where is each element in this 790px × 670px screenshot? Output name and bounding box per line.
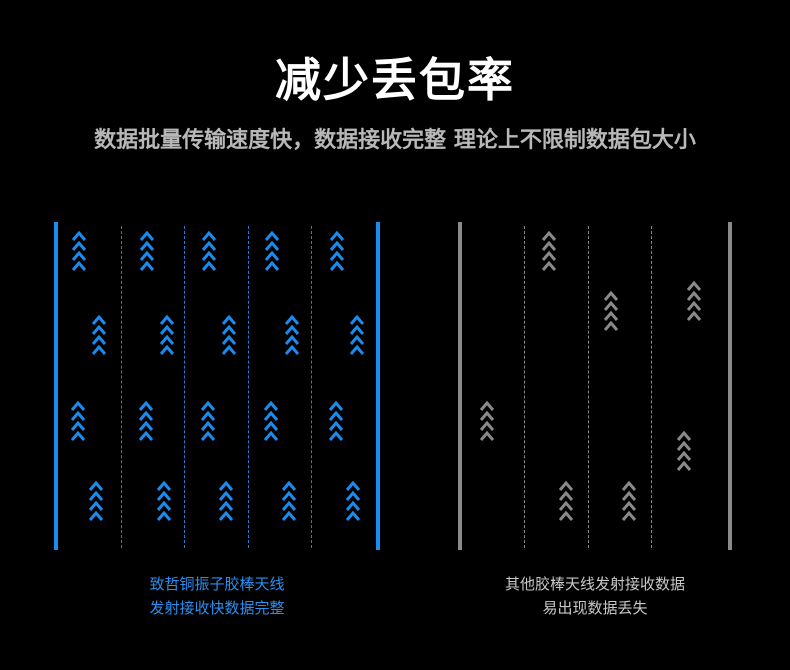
packet-chevron-icon [541,230,557,272]
lane-divider [651,226,652,548]
left-caption: 致哲铜振子胶棒天线 发射接收快数据完整 [54,572,380,620]
right-panel-border-right [728,222,732,550]
packet-chevron-icon [221,314,237,356]
page-title: 减少丢包率 [275,53,515,107]
packet-chevron-icon [284,314,300,356]
right-caption-line-2: 易出现数据丢失 [542,599,648,617]
packet-chevron-icon [71,230,87,272]
packet-chevron-icon [345,480,361,522]
lane-divider [121,226,122,548]
packet-chevron-icon [686,280,702,322]
left-transmission-panel [54,222,380,550]
page-subtitle: 数据批量传输速度快，数据接收完整 理论上不限制数据包大小 [94,128,696,153]
packet-chevron-icon [328,400,344,442]
packet-chevron-icon [138,400,154,442]
left-caption-line-2: 发射接收快数据完整 [149,599,285,617]
lane-divider [588,226,589,548]
packet-chevron-icon [329,230,345,272]
left-panel-border-right [376,222,380,550]
packet-chevron-icon [263,400,279,442]
right-panel-border-left [458,222,462,550]
lane-divider [524,226,525,548]
packet-chevron-icon [70,400,86,442]
right-caption: 其他胶棒天线发射接收数据 易出现数据丢失 [458,572,732,620]
right-transmission-panel [458,222,732,550]
packet-chevron-icon [139,230,155,272]
packet-chevron-icon [603,290,619,332]
packet-chevron-icon [159,314,175,356]
packet-chevron-icon [156,480,172,522]
packet-chevron-icon [479,400,495,442]
packet-chevron-icon [558,480,574,522]
packet-chevron-icon [621,480,637,522]
lane-divider [311,226,312,548]
right-caption-line-1: 其他胶棒天线发射接收数据 [504,575,685,593]
lane-divider [248,226,249,548]
packet-chevron-icon [676,430,692,472]
packet-chevron-icon [218,480,234,522]
left-caption-line-1: 致哲铜振子胶棒天线 [149,575,285,593]
packet-chevron-icon [201,230,217,272]
packet-chevron-icon [200,400,216,442]
packet-chevron-icon [88,480,104,522]
packet-chevron-icon [264,230,280,272]
packet-chevron-icon [281,480,297,522]
packet-chevron-icon [349,314,365,356]
left-panel-border-left [54,222,58,550]
packet-chevron-icon [91,314,107,356]
lane-divider [184,226,185,548]
